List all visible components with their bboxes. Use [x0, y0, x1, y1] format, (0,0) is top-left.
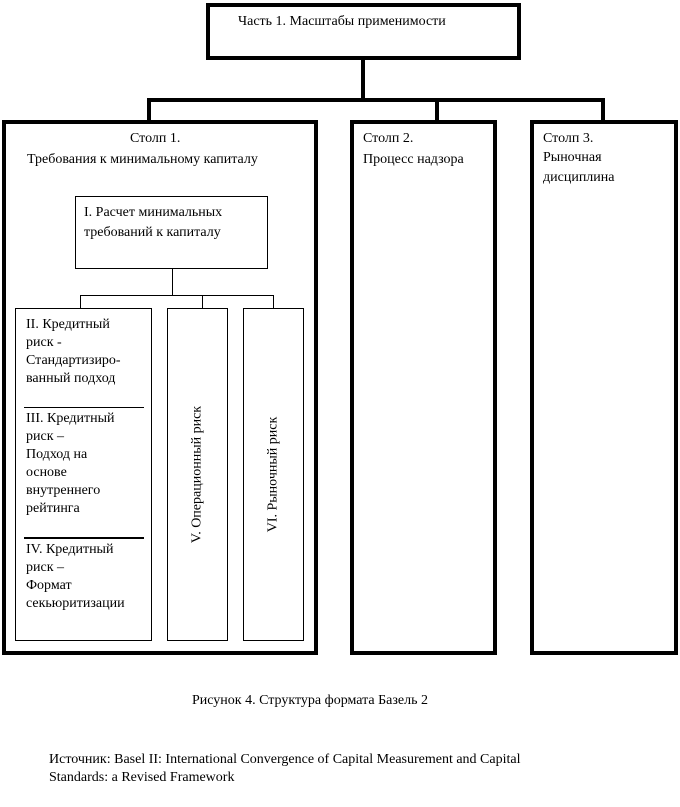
- market-risk-box: [243, 308, 304, 641]
- connector-pillar1: [147, 98, 151, 122]
- top-box-scope: [206, 3, 521, 60]
- credit-risk-iii-line-3: Подход на: [26, 447, 88, 462]
- connector-pillar2: [435, 98, 439, 122]
- credit-risk-iii-line-6: рейтинга: [26, 501, 80, 516]
- pillar-2-subtitle: Процесс надзора: [363, 152, 464, 167]
- operational-risk-box: [167, 308, 228, 641]
- credit-risk-iii-line-1: III. Кредитный: [26, 411, 115, 426]
- calc-min-capital-box: [75, 196, 268, 269]
- connector-credit: [80, 295, 81, 309]
- credit-risk-box: [15, 308, 152, 641]
- credit-risk-ii-line-1: II. Кредитный: [26, 317, 110, 332]
- top-box-label: Часть 1. Масштабы применимости: [238, 14, 446, 29]
- connector-market: [273, 295, 274, 309]
- credit-risk-divider-1: [24, 407, 144, 408]
- credit-risk-iv-line-4: секьюритизации: [26, 596, 125, 611]
- credit-risk-iii-line-5: внутреннего: [26, 483, 101, 498]
- connector-top-vertical: [361, 60, 365, 100]
- pillar-3-subtitle-line-2: дисциплина: [543, 170, 615, 185]
- pillar-3-subtitle-line-1: Рыночная: [543, 150, 602, 165]
- credit-risk-ii-line-2: риск -: [26, 335, 62, 350]
- calc-box-line-2: требований к капиталу: [84, 225, 221, 240]
- credit-risk-iii-line-2: риск –: [26, 429, 65, 444]
- pillar-2-box: [350, 120, 497, 655]
- calc-box-line-1: I. Расчет минимальных: [84, 205, 223, 220]
- figure-caption: Рисунок 4. Структура формата Базель 2: [192, 693, 428, 708]
- credit-risk-iv-line-3: Формат: [26, 578, 72, 593]
- pillar-2-title: Столп 2.: [363, 131, 414, 146]
- credit-risk-ii-line-3: Стандартизиро-: [26, 353, 121, 368]
- credit-risk-divider-2: [24, 537, 144, 539]
- connector-calc-vertical: [172, 269, 173, 295]
- credit-risk-ii-line-4: ванный подход: [26, 371, 116, 386]
- credit-risk-iii-line-4: основе: [26, 465, 67, 480]
- credit-risk-iv-line-2: риск –: [26, 560, 65, 575]
- source-line-1: Источник: Basel II: International Conver…: [49, 752, 521, 767]
- connector-inner-bus: [80, 295, 274, 296]
- pillar-3-box: [530, 120, 678, 655]
- connector-pillar3: [601, 98, 605, 122]
- pillar-3-title: Столп 3.: [543, 131, 594, 146]
- connector-horizontal-bus: [147, 98, 605, 102]
- pillar-1-subtitle: Требования к минимальному капиталу: [27, 152, 258, 167]
- operational-risk-label: V. Операционный риск: [189, 405, 205, 544]
- pillar-1-title: Столп 1.: [130, 131, 181, 146]
- connector-operational: [202, 295, 203, 309]
- credit-risk-iv-line-1: IV. Кредитный: [26, 542, 114, 557]
- market-risk-label: VI. Рыночный риск: [265, 416, 281, 533]
- source-line-2: Standards: a Revised Framework: [49, 770, 235, 785]
